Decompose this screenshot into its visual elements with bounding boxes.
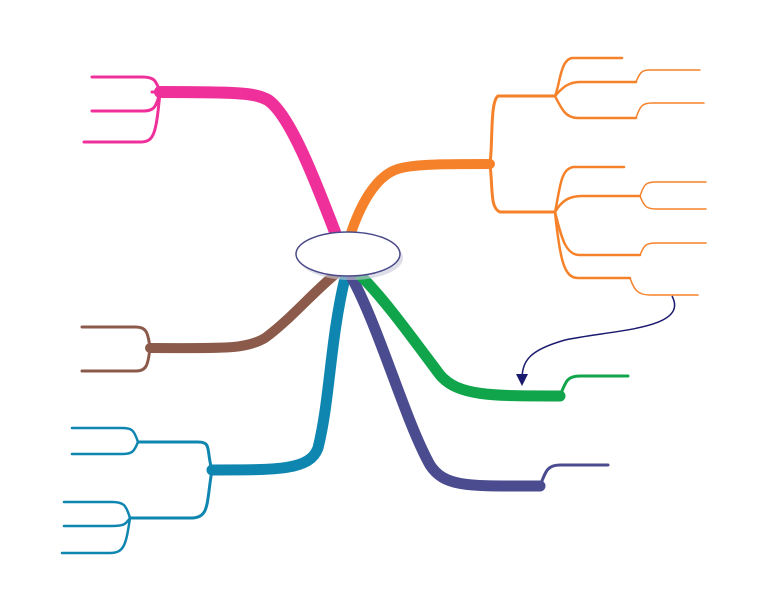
- branch-brown-sub-2: [80, 346, 152, 373]
- branch-orange-lower-sub-2b: [639, 195, 707, 210]
- branch-orange-lower-sub-4a: [629, 277, 699, 296]
- relationship-arrow[interactable]: [516, 295, 676, 386]
- branch-blue-upper-sub-2: [70, 440, 140, 456]
- branch-orange-trunk: [345, 159, 495, 241]
- branch-orange-upper-sub-3a: [635, 102, 705, 119]
- branch-blue-lower-sub-2: [62, 516, 132, 528]
- branch-orange-lower-sub-2a: [639, 181, 707, 197]
- branch-green[interactable]: [354, 269, 630, 402]
- central-topic[interactable]: [295, 231, 403, 280]
- branch-orange-upper-sub-2: [553, 80, 638, 98]
- branch-brown[interactable]: [80, 267, 343, 373]
- branch-pink-sub-2: [90, 90, 162, 113]
- branch-blue-lower-sub-1: [62, 500, 132, 520]
- branch-orange-lower-link: [488, 162, 557, 214]
- branch-pink-trunk: [154, 86, 341, 238]
- branch-blue[interactable]: [60, 272, 351, 555]
- branch-orange-lower-sub-3a: [639, 242, 707, 256]
- branch-orange-upper-sub-1: [553, 56, 624, 98]
- branch-brown-sub-1: [80, 325, 152, 350]
- branch-blue-trunk: [206, 272, 351, 476]
- central-topic-shape: [295, 231, 401, 277]
- branch-orange[interactable]: [345, 56, 707, 296]
- branch-orange-lower-sub-3: [553, 210, 642, 257]
- branch-blue-link-lower: [128, 468, 214, 520]
- branch-orange-upper-sub-2a: [635, 69, 701, 83]
- branch-orange-upper-link: [488, 94, 557, 166]
- branch-pink-sub-1: [90, 75, 162, 94]
- branch-orange-upper-sub-3: [553, 94, 638, 120]
- branch-orange-lower-sub-4: [553, 210, 632, 280]
- branch-blue-lower-sub-3: [60, 516, 132, 555]
- branch-blue-upper-sub-1: [70, 426, 140, 444]
- branch-orange-lower-sub-1: [553, 165, 626, 214]
- branch-purple-trunk: [346, 272, 546, 492]
- branch-brown-trunk: [145, 267, 343, 354]
- branch-green-trunk: [354, 269, 566, 402]
- branch-green-sub-1: [558, 374, 630, 398]
- branch-pink-sub-3: [82, 90, 162, 144]
- branch-purple-sub-1: [538, 463, 610, 488]
- branch-pink[interactable]: [82, 75, 341, 238]
- branch-orange-lower-sub-2: [553, 194, 642, 214]
- branch-purple[interactable]: [346, 272, 610, 492]
- branch-blue-link-upper: [136, 440, 214, 472]
